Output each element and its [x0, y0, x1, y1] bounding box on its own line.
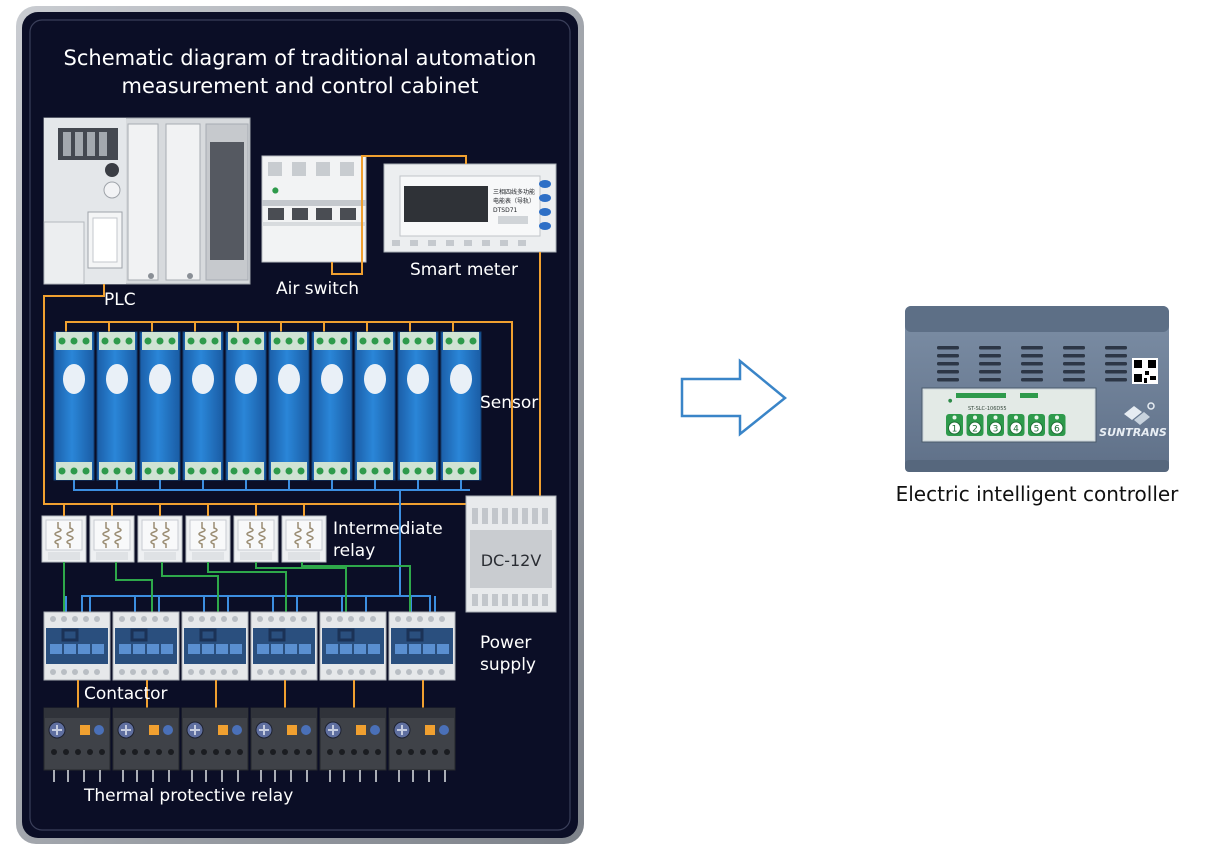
channel-button: 4: [1007, 414, 1025, 436]
contactor-module: [111, 610, 181, 682]
transform-arrow-icon: [680, 358, 787, 437]
cabinet-title-line2: measurement and control cabinet: [121, 74, 479, 98]
controller-model: ST-SLC-106D55: [968, 406, 1007, 412]
sensor-module: [182, 331, 224, 481]
contactor-module: [180, 610, 250, 682]
channel-number: 2: [972, 425, 978, 435]
channel-number: 1: [952, 425, 958, 435]
smart-meter-screen-text: 电能表（导轨）: [493, 197, 535, 205]
channel-number: 3: [993, 425, 999, 435]
channel-button: 6: [1048, 414, 1066, 436]
sensor-row: [53, 331, 482, 481]
intermediate-relay-module: [41, 515, 87, 563]
channel-button: 3: [987, 414, 1004, 436]
air-switch-label: Air switch: [276, 279, 360, 299]
intermediate-relay-label-2: relay: [333, 541, 376, 561]
contactor-module: [249, 610, 319, 682]
channel-button: 2: [966, 414, 984, 436]
qr-code-icon: [1132, 358, 1158, 384]
cabinet-title-line1: Schematic diagram of traditional automat…: [63, 46, 537, 70]
cabinet-title: Schematic diagram of traditional automat…: [30, 44, 570, 100]
green-wiring: [63, 562, 411, 612]
contactor-module: [42, 610, 112, 682]
controller-brand: SUNTRANS: [1099, 426, 1167, 439]
power-supply-label-2: supply: [480, 655, 536, 675]
sensor-module: [139, 331, 181, 481]
plc-label: PLC: [104, 290, 136, 310]
contactor-label: Contactor: [84, 684, 168, 704]
intermediate-relay-module: [89, 515, 135, 563]
sensor-module: [440, 331, 482, 481]
sensor-module: [354, 331, 396, 481]
orange-wiring: [43, 155, 541, 505]
sensor-module: [96, 331, 138, 481]
channel-button: 5: [1028, 414, 1045, 436]
sensor-module: [397, 331, 439, 481]
contactor-module: [387, 610, 457, 682]
intermediate-relay-module: [233, 515, 279, 563]
intelligent-controller-device: ● ST-SLC-106D55 1 2 3 4 5 6 SUNTRANS: [905, 306, 1169, 472]
air-switch-device: ⬤: [261, 155, 367, 263]
intermediate-relay-module: [185, 515, 231, 563]
channel-number: 4: [1013, 425, 1019, 435]
smart-meter-label: Smart meter: [410, 260, 518, 280]
controller-mini-brand: ●: [948, 398, 953, 404]
channel-number: 5: [1034, 425, 1040, 435]
sensor-module: [53, 331, 95, 481]
power-supply-voltage: DC-12V: [481, 551, 542, 570]
smart-meter-screen-text: 三相四线多功能: [493, 188, 535, 196]
sensor-module: [311, 331, 353, 481]
intermediate-relay-label-1: Intermediate: [333, 519, 443, 539]
channel-button: 1: [946, 414, 963, 436]
intermediate-relay-module: [137, 515, 183, 563]
smart-meter-screen-text: DTSD71: [493, 207, 518, 214]
sensor-module: [268, 331, 310, 481]
power-supply-device: DC-12V: [465, 495, 557, 613]
contactor-thermal-wiring: [77, 680, 424, 708]
sensor-module: [225, 331, 267, 481]
sensor-label: Sensor: [480, 393, 539, 413]
contactor-module: [318, 610, 388, 682]
channel-number: 6: [1054, 425, 1060, 435]
controller-label: Electric intelligent controller: [895, 482, 1179, 506]
plc-device: [43, 117, 251, 285]
brand-logo-icon: [1124, 402, 1155, 425]
thermal-relay-label: Thermal protective relay: [84, 786, 294, 806]
intermediate-relay-module: [281, 515, 327, 563]
air-switch-brand-mark: ⬤: [272, 187, 279, 194]
intermediate-relay-row: [41, 504, 327, 563]
power-supply-label-1: Power: [480, 633, 532, 653]
